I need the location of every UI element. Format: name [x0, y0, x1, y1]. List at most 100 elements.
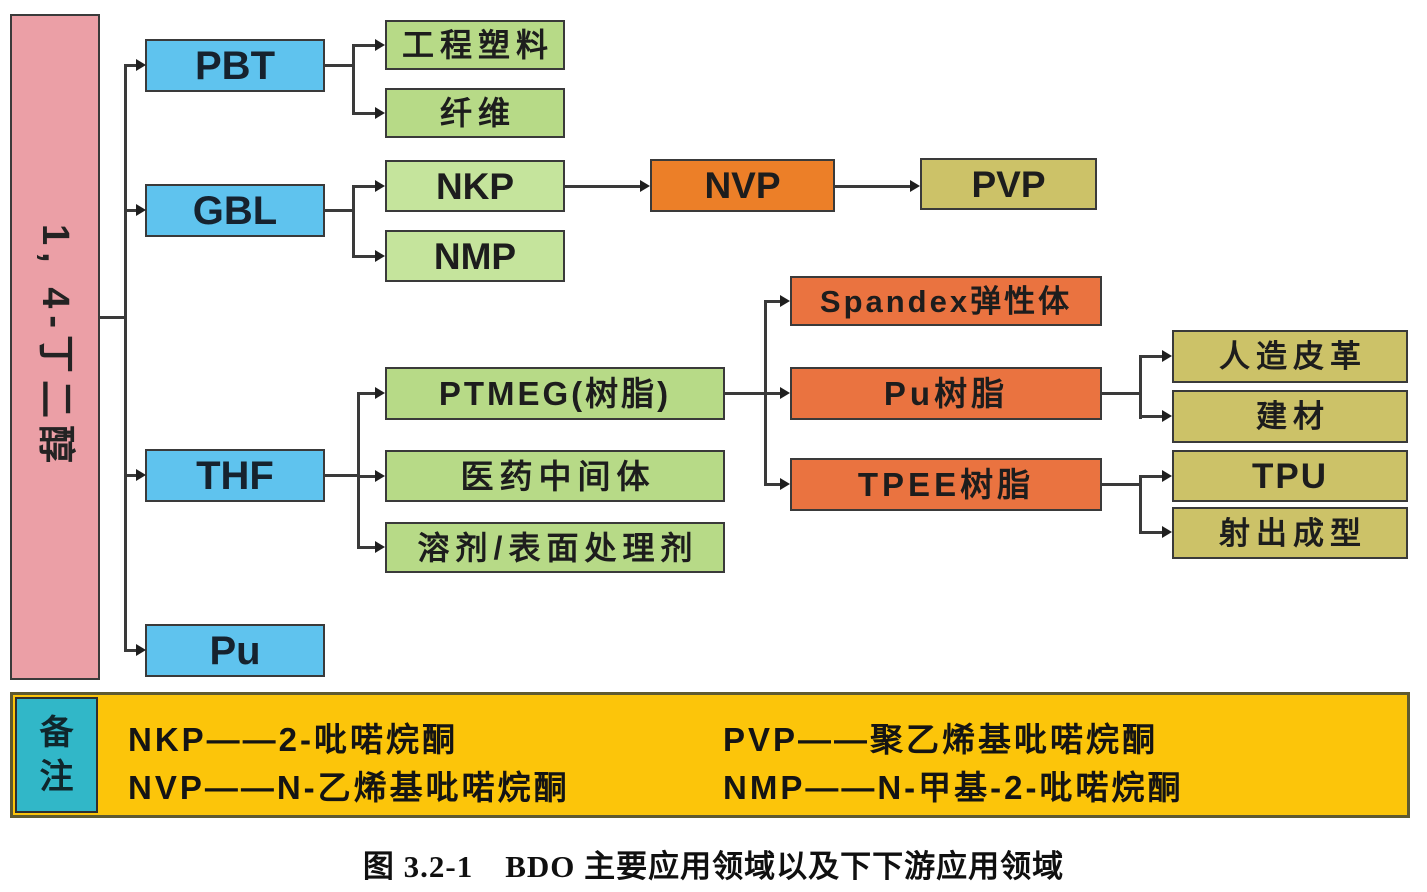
node-pbt: PBT: [145, 39, 325, 92]
connector: [357, 475, 377, 478]
arrowhead: [375, 39, 385, 51]
arrowhead: [1162, 470, 1172, 482]
node-thf: THF: [145, 449, 325, 502]
connector: [1139, 355, 1163, 358]
connector: [100, 316, 126, 319]
arrowhead: [375, 470, 385, 482]
node-spandex-elastomer: Spandex弹性体: [790, 276, 1102, 326]
node-pvp: PVP: [920, 158, 1097, 210]
arrowhead: [910, 180, 920, 192]
node-tpu: TPU: [1172, 450, 1408, 502]
node-nkp-label: NKP: [435, 165, 515, 207]
connector: [352, 185, 376, 188]
connector: [352, 44, 376, 47]
root-label: 1, 4-丁二醇: [34, 223, 77, 471]
arrowhead: [375, 250, 385, 262]
node-pbt-label: PBT: [195, 43, 275, 88]
connector: [565, 185, 641, 188]
note-pvp: PVP——聚乙烯基吡喏烷酮: [723, 721, 1159, 758]
node-tpee-resin-label: TPEE树脂: [857, 466, 1035, 503]
notes-header: 备 注: [15, 697, 98, 813]
arrowhead: [1162, 526, 1172, 538]
note-nmp: NMP——N-甲基-2-吡喏烷酮: [723, 769, 1184, 806]
connector: [1139, 475, 1163, 478]
connector: [352, 44, 355, 115]
connector: [1139, 531, 1163, 534]
arrowhead: [136, 204, 146, 216]
node-solvent-surface-agent-label: 溶剂/表面处理剂: [417, 529, 699, 566]
arrowhead: [1162, 350, 1172, 362]
connector: [1102, 483, 1142, 486]
connector: [325, 474, 360, 477]
node-nmp: NMP: [385, 230, 565, 282]
node-building-materials: 建材: [1172, 390, 1408, 443]
node-nvp-label: NVP: [704, 165, 781, 206]
node-spandex-elastomer-label: Spandex弹性体: [819, 283, 1073, 319]
arrowhead: [640, 180, 650, 192]
node-tpu-label: TPU: [1252, 456, 1328, 496]
arrowhead: [375, 541, 385, 553]
node-gbl-label: GBL: [192, 188, 278, 233]
arrowhead: [375, 107, 385, 119]
notes-header-label: 备 注: [39, 713, 74, 796]
node-building-materials-label: 建材: [1256, 399, 1330, 434]
node-pharma-intermediate-label: 医药中间体: [460, 457, 656, 495]
arrowhead: [136, 644, 146, 656]
note-nkp: NKP——2-吡喏烷酮: [128, 721, 459, 758]
node-injection-molding-label: 射出成型: [1219, 515, 1367, 551]
node-pharma-intermediate: 医药中间体: [385, 450, 725, 502]
node-nvp: NVP: [650, 159, 835, 212]
node-artificial-leather: 人造皮革: [1172, 330, 1408, 383]
node-tpee-resin: TPEE树脂: [790, 458, 1102, 511]
node-pu-label: Pu: [209, 628, 261, 673]
connector: [835, 185, 911, 188]
connector: [725, 392, 767, 395]
arrowhead: [780, 295, 790, 307]
connector: [352, 255, 376, 258]
node-nkp: NKP: [385, 160, 565, 212]
arrowhead: [136, 469, 146, 481]
node-nmp-label: NMP: [433, 235, 517, 277]
connector: [352, 112, 376, 115]
connector: [764, 392, 782, 395]
connector: [357, 392, 377, 395]
node-solvent-surface-agent: 溶剂/表面处理剂: [385, 522, 725, 573]
arrowhead: [1162, 410, 1172, 422]
node-artificial-leather-label: 人造皮革: [1219, 339, 1367, 374]
node-pvp-label: PVP: [971, 163, 1046, 205]
connector: [352, 185, 355, 257]
node-injection-molding: 射出成型: [1172, 507, 1408, 559]
connector: [325, 209, 355, 212]
node-ptmeg: PTMEG(树脂): [385, 367, 725, 420]
arrowhead: [780, 387, 790, 399]
connector: [1139, 415, 1163, 418]
node-engineering-plastics-label: 工程塑料: [401, 27, 554, 63]
connector: [1139, 355, 1142, 419]
node-ptmeg-label: PTMEG(树脂): [438, 375, 672, 412]
node-pu: Pu: [145, 624, 325, 677]
connector: [1102, 392, 1142, 395]
node-fiber-label: 纤维: [439, 95, 516, 131]
node-pu-resin: Pu树脂: [790, 367, 1102, 420]
node-fiber: 纤维: [385, 88, 565, 138]
connector: [124, 64, 138, 67]
connector: [124, 649, 138, 652]
connector: [764, 300, 782, 303]
arrowhead: [780, 478, 790, 490]
connector: [124, 209, 138, 212]
node-thf-label: THF: [196, 453, 274, 498]
arrowhead: [375, 387, 385, 399]
arrowhead: [375, 180, 385, 192]
connector: [1139, 475, 1142, 534]
node-gbl: GBL: [145, 184, 325, 237]
arrowhead: [136, 59, 146, 71]
node-engineering-plastics: 工程塑料: [385, 20, 565, 70]
connector: [124, 474, 138, 477]
node-bdo-root: 1, 4-丁二醇: [10, 14, 100, 680]
node-pu-resin-label: Pu树脂: [883, 375, 1009, 412]
notes-panel: [10, 692, 1410, 818]
connector: [357, 392, 360, 548]
connector: [357, 546, 377, 549]
connector: [325, 64, 355, 67]
